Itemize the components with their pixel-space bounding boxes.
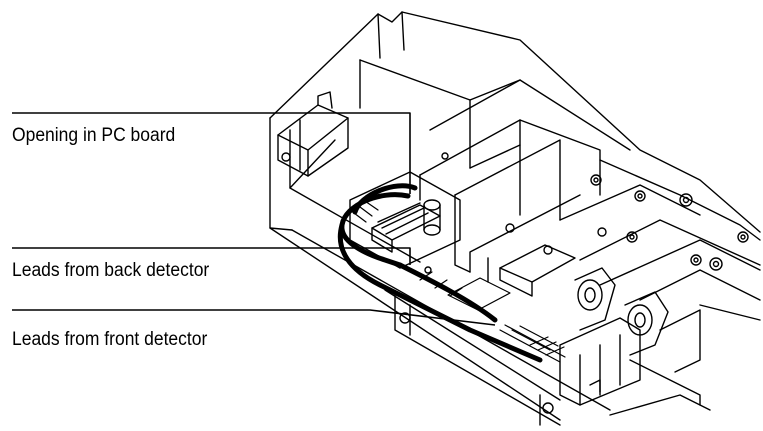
fasteners (505, 174, 749, 271)
left-bracket (277, 91, 349, 177)
detector-connectors (574, 267, 701, 373)
leader-line-front (12, 309, 496, 326)
callout-front-leads-label: Leads from front detector (12, 329, 208, 350)
chassis-frame (269, 11, 761, 426)
callout-opening-label: Opening in PC board (12, 125, 176, 146)
internal-partitions (359, 59, 761, 321)
leader-lines (12, 112, 496, 326)
leader-line-opening (12, 112, 411, 194)
front-bracket (559, 317, 711, 416)
lead-harness-detail (349, 198, 566, 363)
callout-back-leads-label: Leads from back detector (12, 260, 210, 281)
detector-leads (337, 183, 543, 363)
leader-line-back (12, 247, 411, 265)
